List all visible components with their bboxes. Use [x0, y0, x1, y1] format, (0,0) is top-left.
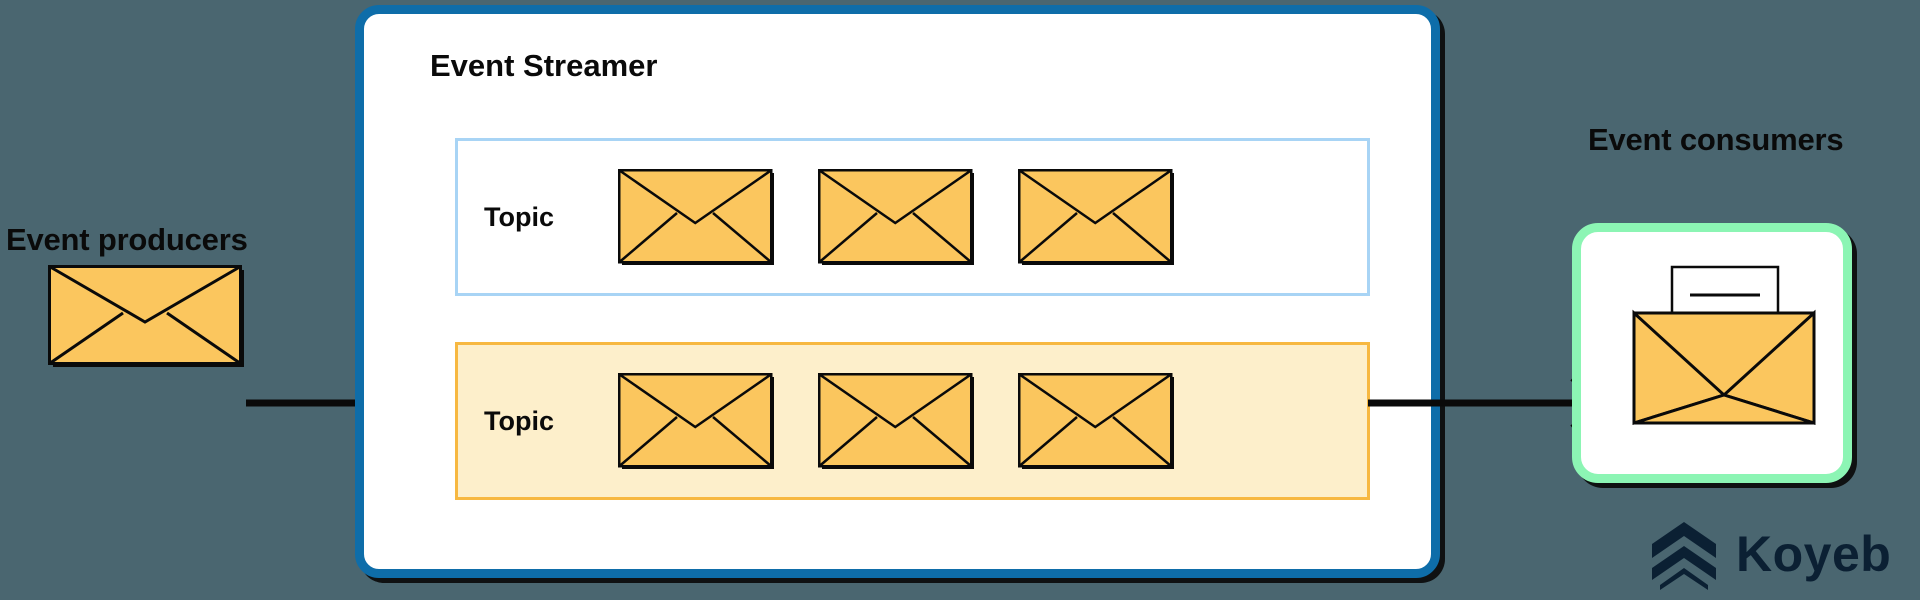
event-streamer-title: Event Streamer [430, 48, 658, 83]
message-envelope-icon [618, 372, 774, 469]
message-envelope-icon [1018, 372, 1174, 469]
topic-row-yellow[interactable]: Topic [455, 342, 1370, 500]
envelope-icon [48, 265, 244, 367]
koyeb-chevron-logo-icon [1652, 522, 1716, 590]
event-producers-label: Event producers [6, 222, 248, 257]
producer-envelope-icon [48, 265, 246, 369]
topic-label: Topic [484, 405, 554, 436]
event-consumers-label: Event consumers [1588, 122, 1844, 157]
topic-message-list [618, 168, 1175, 266]
koyeb-logo: Koyeb [1648, 518, 1891, 590]
message-envelope-icon [618, 168, 774, 265]
consumer-open-envelope-icon [1632, 265, 1816, 426]
message-envelope-icon [818, 168, 974, 265]
topic-message-list [618, 372, 1175, 470]
message-envelope-icon [1018, 168, 1174, 265]
koyeb-wordmark: Koyeb [1736, 526, 1892, 582]
message-envelope-icon [818, 372, 974, 469]
topic-row-blue[interactable]: Topic [455, 138, 1370, 296]
topic-label: Topic [484, 201, 554, 232]
open-envelope-with-letter-icon [1632, 265, 1816, 426]
